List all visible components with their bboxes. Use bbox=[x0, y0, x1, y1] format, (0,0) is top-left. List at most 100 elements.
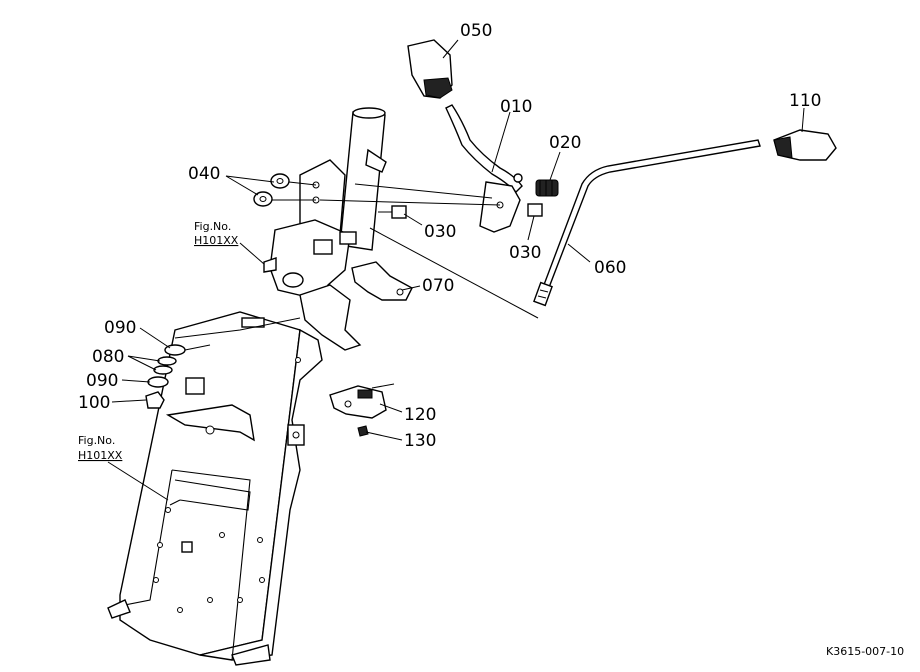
label-030-b: 030 bbox=[509, 243, 541, 263]
column-mount-bracket bbox=[269, 219, 351, 301]
washer-080-b bbox=[153, 365, 173, 375]
leader-040-b bbox=[225, 175, 259, 196]
part-120-switch bbox=[329, 383, 395, 419]
leader-080-a bbox=[127, 355, 161, 362]
lever-010-rod bbox=[445, 104, 523, 193]
leader-040-axis-a bbox=[288, 181, 317, 186]
knob-110-collar bbox=[773, 136, 793, 159]
part-110-knob bbox=[773, 129, 837, 161]
leader-090-b bbox=[121, 379, 151, 383]
column-boss bbox=[282, 272, 304, 288]
label-010: 010 bbox=[500, 97, 532, 117]
leader-070 bbox=[401, 285, 421, 291]
leader-110 bbox=[801, 107, 805, 133]
leader-130 bbox=[365, 431, 403, 441]
leader-050 bbox=[442, 39, 459, 59]
rod-060-thread-line bbox=[537, 295, 547, 299]
column-clip-2 bbox=[339, 231, 357, 245]
nut-040-b-hole bbox=[259, 196, 267, 202]
frame-nut bbox=[181, 541, 193, 553]
fig-ref-1-label: Fig.No. bbox=[194, 220, 231, 233]
fig-ref-2-number: H101XX bbox=[78, 449, 123, 462]
part-050-knob bbox=[407, 39, 453, 99]
leader-100 bbox=[111, 399, 147, 403]
leader-fig-ref-1 bbox=[239, 242, 265, 265]
part-070-bracket bbox=[351, 261, 413, 301]
axis-line-010-b bbox=[354, 183, 493, 199]
knob-050-collar bbox=[423, 77, 453, 99]
column-assembly bbox=[263, 107, 387, 351]
frame-hole bbox=[257, 537, 263, 543]
label-070: 070 bbox=[422, 276, 454, 296]
leader-080-b bbox=[127, 355, 157, 371]
leader-060 bbox=[567, 243, 591, 263]
axis-line-010 bbox=[319, 199, 501, 206]
bolt-030-a bbox=[391, 205, 407, 219]
label-030-a: 030 bbox=[424, 222, 456, 242]
column-tube bbox=[339, 111, 386, 251]
frame-edge-3 bbox=[169, 499, 181, 506]
label-090-a: 090 bbox=[104, 318, 136, 338]
leader-lines bbox=[107, 39, 805, 501]
fig-ref-2-label: Fig.No. bbox=[78, 434, 115, 447]
leader-fig-ref-2 bbox=[107, 461, 169, 501]
screw-130 bbox=[357, 425, 369, 437]
frame-assembly bbox=[107, 311, 323, 666]
part-020-spring bbox=[535, 179, 559, 197]
leader-090-a bbox=[139, 327, 171, 349]
frame-hole bbox=[157, 542, 163, 548]
rod-060 bbox=[540, 139, 761, 291]
leader-020 bbox=[549, 151, 561, 181]
label-050: 050 bbox=[460, 21, 492, 41]
column-stud bbox=[263, 257, 277, 273]
label-110: 110 bbox=[789, 91, 821, 111]
label-120: 120 bbox=[404, 405, 436, 425]
frame-hole bbox=[292, 431, 300, 439]
rod-060-thread bbox=[533, 281, 553, 307]
column-clip bbox=[313, 239, 333, 255]
frame-tab bbox=[185, 377, 205, 395]
frame-cross-member bbox=[174, 479, 251, 511]
part-030-bolts bbox=[378, 203, 543, 219]
label-020: 020 bbox=[549, 133, 581, 153]
frame-hole bbox=[153, 577, 159, 583]
frame-hole bbox=[259, 577, 265, 583]
leader-030-a bbox=[403, 213, 423, 226]
label-040: 040 bbox=[188, 164, 220, 184]
bracket-070 bbox=[351, 261, 413, 301]
column-lower-piece bbox=[299, 284, 362, 351]
frame-hole bbox=[177, 607, 183, 613]
nut-040-a-hole bbox=[276, 178, 284, 184]
frame-hole bbox=[207, 597, 213, 603]
fig-ref-1-number: H101XX bbox=[194, 234, 239, 247]
label-080: 080 bbox=[92, 347, 124, 367]
axis-line-060 bbox=[369, 227, 539, 319]
frame-inner-edge-2 bbox=[124, 469, 173, 606]
rod-060-thread-line bbox=[539, 289, 549, 293]
frame-bracket bbox=[165, 404, 255, 442]
bolt-030-b bbox=[527, 203, 543, 217]
washer-080-a bbox=[157, 356, 177, 366]
part-010-lever bbox=[445, 104, 523, 233]
axis-line-090 bbox=[174, 317, 301, 339]
leader-030-b bbox=[527, 215, 535, 241]
switch-120-lever bbox=[371, 383, 395, 389]
leader-120 bbox=[379, 403, 403, 413]
frame-hole bbox=[237, 597, 243, 603]
assembly-lines bbox=[174, 183, 539, 339]
drawing-code: K3615-007-10 bbox=[826, 645, 904, 658]
column-tube-top bbox=[352, 107, 386, 119]
frame-hole bbox=[219, 532, 225, 538]
switch-120-hole bbox=[344, 400, 352, 408]
frame-hole bbox=[295, 357, 301, 363]
figure-references: Fig.No. H101XX Fig.No. H101XX bbox=[78, 220, 239, 462]
bracket-070-hole bbox=[396, 288, 404, 296]
part-labels: 050 010 020 110 040 030 030 060 070 090 … bbox=[78, 21, 821, 451]
switch-120-terminal bbox=[357, 389, 373, 399]
lever-010-end bbox=[513, 173, 523, 183]
washer-090-b bbox=[147, 376, 169, 388]
part-040-nuts bbox=[253, 173, 317, 207]
spring-020 bbox=[535, 179, 559, 197]
